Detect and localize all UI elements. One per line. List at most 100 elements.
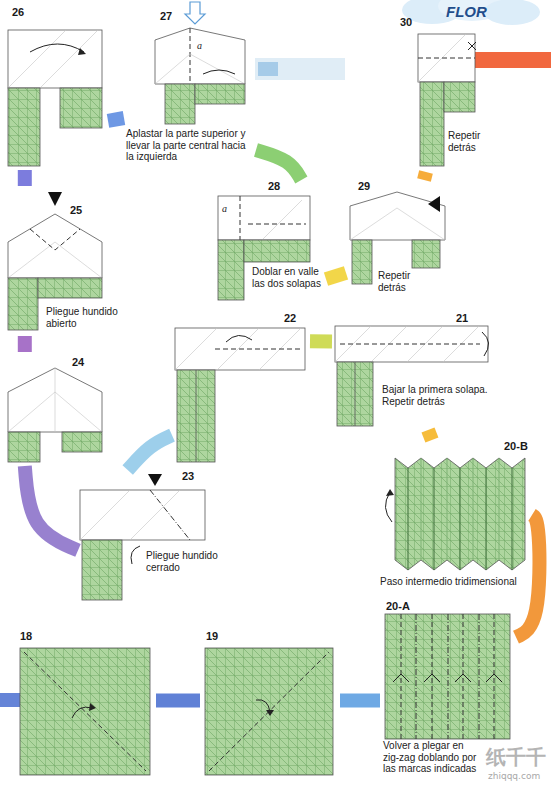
paper-green bbox=[412, 240, 440, 268]
paper-square bbox=[205, 648, 333, 775]
step-caption: Repetir detrás bbox=[378, 270, 422, 293]
valley-fold bbox=[24, 652, 146, 771]
crease bbox=[155, 54, 245, 84]
step-number: 29 bbox=[358, 180, 370, 193]
step-number: 30 bbox=[400, 16, 412, 29]
step-caption: Bajar la primera solapa. Repetir detrás bbox=[382, 384, 488, 407]
step-caption: Volver a plegar en zig-zag doblando por … bbox=[383, 740, 481, 775]
blurred-mark bbox=[258, 62, 278, 76]
paper-green bbox=[8, 432, 40, 462]
valley-fold bbox=[401, 614, 494, 739]
crease bbox=[350, 208, 445, 240]
push-arrow bbox=[48, 192, 62, 206]
step-number: 20-B bbox=[504, 440, 528, 453]
fold-arrow bbox=[482, 332, 489, 356]
zigzag-mark bbox=[393, 674, 502, 682]
paper-green bbox=[60, 88, 102, 128]
step-number: 23 bbox=[182, 470, 194, 483]
paper-green bbox=[444, 82, 475, 112]
ribbon-connector bbox=[428, 430, 432, 440]
paper-white bbox=[80, 490, 205, 540]
reference-letter: a bbox=[197, 40, 202, 51]
step-panel: 18 bbox=[14, 630, 156, 780]
step-panel: 20-B Paso intermedio tridimensional bbox=[378, 440, 532, 590]
x-mark bbox=[468, 42, 476, 50]
ribbon-connector bbox=[310, 334, 332, 348]
pleat-line bbox=[408, 468, 512, 570]
step-caption: Paso intermedio tridimensional bbox=[380, 576, 530, 588]
ribbon-connector bbox=[18, 170, 32, 186]
paper-green bbox=[165, 84, 195, 124]
ribbon-connector bbox=[156, 694, 200, 708]
flap-edge bbox=[196, 370, 197, 462]
reference-letter: a bbox=[222, 203, 227, 214]
cloud bbox=[484, 0, 540, 25]
paper-green bbox=[244, 240, 310, 262]
step-number: 22 bbox=[284, 312, 296, 325]
valley-fold bbox=[215, 349, 300, 350]
step-number: 19 bbox=[206, 630, 218, 643]
step-panel: 22 bbox=[172, 312, 310, 466]
fold-arrow bbox=[226, 335, 252, 342]
step-panel: 29Repetir detrás bbox=[346, 180, 450, 296]
crease bbox=[335, 326, 479, 362]
watermark: 纸千千 bbox=[486, 744, 546, 771]
valley-fold bbox=[240, 196, 241, 240]
step-panel: 19 bbox=[200, 630, 340, 780]
step-number: 28 bbox=[268, 180, 280, 193]
crease bbox=[262, 200, 302, 240]
valley-fold bbox=[340, 344, 480, 345]
step-caption: Pliegue hundido cerrado bbox=[146, 550, 218, 573]
step-number: 25 bbox=[70, 204, 82, 217]
push-arrow bbox=[428, 196, 440, 212]
paper-green bbox=[420, 82, 444, 166]
ribbon-connector bbox=[25, 466, 78, 550]
paper-white bbox=[8, 30, 102, 88]
blurred-mark bbox=[255, 58, 345, 80]
paper-green bbox=[38, 278, 102, 298]
pleated-paper bbox=[395, 458, 525, 570]
paper-white bbox=[218, 196, 310, 240]
paper-white bbox=[8, 368, 102, 432]
paper-green bbox=[352, 240, 372, 284]
fold-arrow bbox=[131, 546, 140, 564]
flatten-arrow bbox=[185, 2, 205, 24]
step-number: 27 bbox=[160, 10, 172, 23]
paper-green bbox=[337, 362, 373, 426]
flap-edge bbox=[355, 362, 356, 426]
step-number: 24 bbox=[72, 356, 84, 369]
crease bbox=[8, 368, 102, 432]
paper-white bbox=[350, 192, 445, 240]
step-panel: 30Repetir detrás bbox=[396, 16, 496, 172]
arrow-head bbox=[89, 703, 96, 711]
ribbon-connector bbox=[256, 150, 301, 180]
ribbon-connector bbox=[18, 336, 32, 352]
arrow-head bbox=[386, 489, 394, 496]
step-number: 26 bbox=[12, 6, 24, 19]
step-caption: Aplastar la parte superior y llevar la p… bbox=[126, 128, 254, 163]
paper-green bbox=[8, 278, 38, 330]
ribbon-connector bbox=[326, 273, 346, 279]
step-panel: 26 bbox=[4, 6, 108, 170]
paper-green bbox=[218, 240, 244, 300]
pleat-line bbox=[421, 458, 499, 560]
valley-fold bbox=[190, 28, 191, 84]
paper-square bbox=[385, 614, 510, 739]
step-panel: 28Doblar en valle las dos solapas bbox=[214, 180, 326, 304]
arrow-head bbox=[266, 710, 274, 716]
ribbon-connector bbox=[108, 118, 124, 121]
crease bbox=[8, 242, 102, 278]
valley-fold bbox=[30, 229, 80, 250]
step-number: 21 bbox=[456, 312, 468, 325]
step-caption: Doblar en valle las dos solapas bbox=[252, 266, 324, 289]
paper-white bbox=[175, 328, 305, 370]
paper-square bbox=[20, 648, 150, 775]
fold-arrow bbox=[30, 44, 84, 52]
ribbon-connector bbox=[424, 172, 426, 180]
paper-green bbox=[62, 432, 102, 452]
valley-fold bbox=[418, 58, 475, 59]
